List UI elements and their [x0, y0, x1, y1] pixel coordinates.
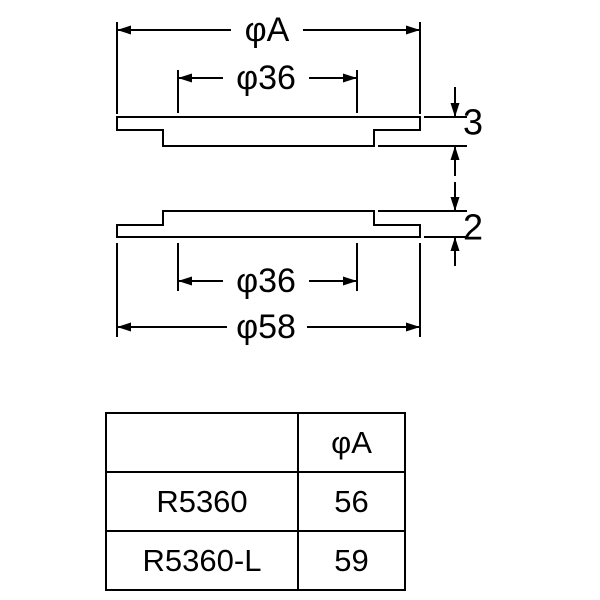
technical-drawing: φA φ36 3	[116, 11, 483, 346]
model-cell: R5360-L	[105, 530, 299, 591]
table-row: R5360 56	[105, 471, 406, 532]
arrowhead-left	[178, 73, 192, 83]
table-header-empty-cell	[105, 412, 299, 473]
table-header-phiA-cell: φA	[297, 412, 406, 473]
arrowhead-right	[343, 73, 357, 83]
arrowhead-right	[406, 322, 420, 332]
arrowhead-down	[450, 103, 460, 117]
arrowhead-down	[450, 197, 460, 211]
dim-label-phi36-top: φ36	[236, 59, 296, 97]
dim-label-phi58: φ58	[236, 308, 296, 346]
label-mask	[223, 59, 309, 97]
label-mask	[223, 262, 309, 300]
phiA-value-cell: 56	[297, 471, 406, 532]
arrowhead-left	[117, 322, 131, 332]
label-mask	[231, 11, 303, 49]
dim-label-phi36-bottom: φ36	[236, 262, 296, 300]
dim-thickness-3	[378, 87, 467, 176]
arrowhead-up	[450, 146, 460, 160]
bottom-part-cross-section	[116, 210, 421, 238]
arrowhead-right	[406, 25, 420, 35]
table-header-row: φA	[105, 412, 406, 473]
table-row: R5360-L 59	[105, 530, 406, 591]
spec-table: φA R5360 56 R5360-L 59	[105, 412, 406, 591]
phiA-value-cell: 59	[297, 530, 406, 591]
dim-label-phiA: φA	[245, 11, 290, 49]
top-part-cross-section	[116, 116, 421, 147]
dim-label-thickness-3: 3	[463, 102, 483, 143]
arrowhead-left	[178, 276, 192, 286]
model-cell: R5360	[105, 471, 299, 532]
arrowhead-right	[343, 276, 357, 286]
label-mask	[227, 308, 307, 346]
arrowhead-left	[117, 25, 131, 35]
arrowhead-up	[450, 237, 460, 251]
dim-label-thickness-2: 2	[463, 207, 483, 248]
